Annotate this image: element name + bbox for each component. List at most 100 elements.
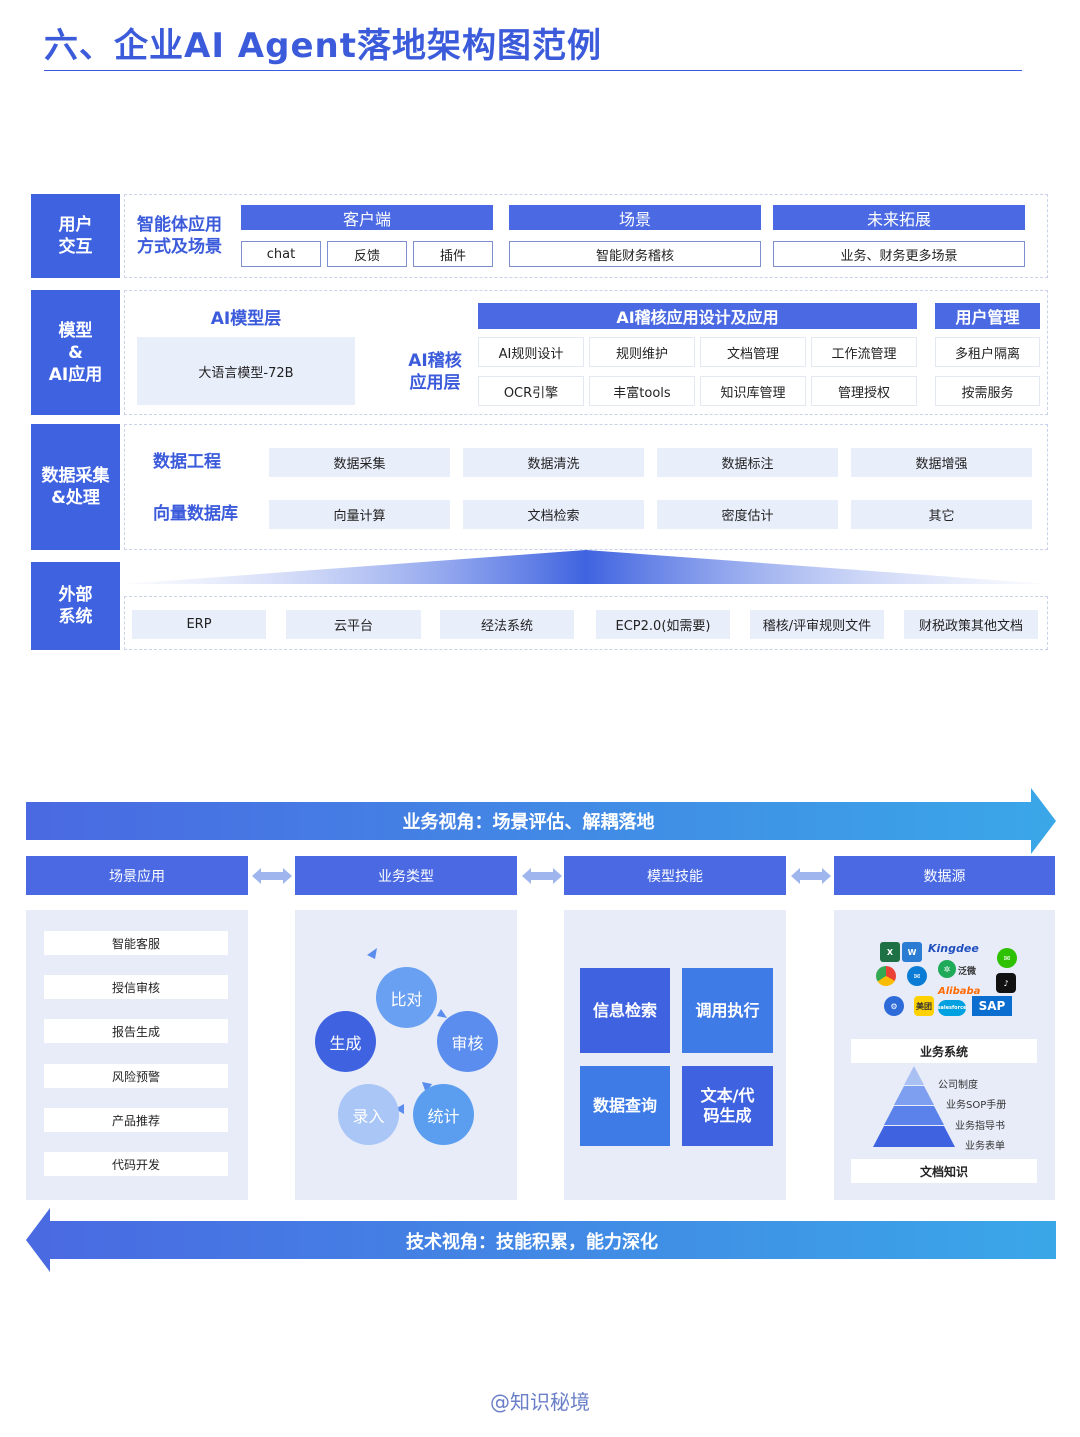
row-user-interaction-frame <box>124 194 1048 278</box>
pyramid-level-sop: 业务SOP手册 <box>946 1100 1007 1111</box>
cycle-node-input: 录入 <box>338 1084 399 1145</box>
user-mgmt-on-demand: 按需服务 <box>935 376 1040 406</box>
top-arrow-shape <box>26 788 1056 854</box>
row-model-ai-frame <box>124 290 1048 415</box>
app-item-ocr: OCR引擎 <box>478 376 584 406</box>
weaver-logo: 泛微 <box>958 967 977 977</box>
app-item-auth: 管理授权 <box>811 376 917 406</box>
cycle-node-compare: 比对 <box>376 967 437 1028</box>
scenario-item: 风险预警 <box>44 1064 228 1088</box>
skill-call-exec: 调用执行 <box>682 968 773 1053</box>
skill-info-retrieval: 信息检索 <box>580 968 670 1053</box>
kingdee-logo: Kingdee <box>928 942 979 955</box>
app-item-doc-mgmt: 文档管理 <box>700 337 806 367</box>
ext-audit-rules: 稽核/评审规则文件 <box>750 610 884 639</box>
doc-retrieval: 文档检索 <box>463 500 644 529</box>
vector-db-label: 向量数据库 <box>153 504 238 524</box>
cycle-node-review: 审核 <box>437 1011 498 1072</box>
row-label-model-ai: 模型 & AI应用 <box>31 290 120 415</box>
ext-ecp: ECP2.0(如需要) <box>596 610 730 639</box>
app-item-rule-design: AI规则设计 <box>478 337 584 367</box>
app-item-kb-mgmt: 知识库管理 <box>700 376 806 406</box>
cycle-node-generate: 生成 <box>315 1011 376 1072</box>
top-arrow-label: 业务视角：场景评估、解耦落地 <box>402 812 655 833</box>
skill-text-code-gen: 文本/代 码生成 <box>682 1066 773 1146</box>
user-mgmt-multitenant: 多租户隔离 <box>935 337 1040 367</box>
scene-header: 场景 <box>509 205 761 230</box>
biz-system-label: 业务系统 <box>851 1039 1037 1063</box>
row-external-frame <box>124 596 1048 650</box>
pyramid-level-policy: 公司制度 <box>938 1080 978 1091</box>
salesforce-logo: salesforce <box>938 1000 966 1016</box>
scenario-item: 代码开发 <box>44 1152 228 1176</box>
scenario-item: 授信审核 <box>44 975 228 999</box>
col-header-biz-types: 业务类型 <box>295 856 517 895</box>
model-layer-title: AI模型层 <box>210 309 282 329</box>
density-estimate: 密度估计 <box>657 500 838 529</box>
doc-knowledge-label: 文档知识 <box>851 1159 1037 1183</box>
vector-compute: 向量计算 <box>269 500 450 529</box>
alibaba-logo: Alibaba <box>938 986 981 997</box>
sap-logo: SAP <box>972 996 1012 1016</box>
app-item-tools: 丰富tools <box>589 376 695 406</box>
client-item-plugin: 插件 <box>413 241 493 267</box>
ext-cloud: 云平台 <box>286 610 421 639</box>
row-label-data: 数据采集 &处理 <box>31 424 120 550</box>
bottom-arrow-label: 技术视角：技能积累，能力深化 <box>406 1232 658 1253</box>
gear-icon: ⚙ <box>884 996 904 1016</box>
row-label-external: 外部 系统 <box>31 562 120 650</box>
audit-app-layer-label: AI稽核 应用层 <box>408 351 462 393</box>
row-data-frame <box>124 424 1048 550</box>
skill-data-query: 数据查询 <box>580 1066 670 1146</box>
scenario-item: 产品推荐 <box>44 1108 228 1132</box>
client-header: 客户端 <box>241 205 493 230</box>
scene-item: 智能财务稽核 <box>509 241 761 267</box>
col-header-skills: 模型技能 <box>564 856 786 895</box>
pyramid-level-guide: 业务指导书 <box>955 1121 1005 1132</box>
double-arrow-icon <box>522 868 562 884</box>
cycle-node-stats: 统计 <box>413 1084 474 1145</box>
agent-scenario-label: 智能体应用 方式及场景 <box>137 215 222 257</box>
word-icon: W <box>902 942 922 962</box>
other: 其它 <box>851 500 1032 529</box>
data-augment: 数据增强 <box>851 448 1032 477</box>
knowledge-pyramid <box>873 1066 955 1147</box>
chrome-icon <box>876 966 896 986</box>
future-item: 业务、财务更多场景 <box>773 241 1025 267</box>
client-item-chat: chat <box>241 241 321 267</box>
pyramid-level-forms: 业务表单 <box>965 1141 1005 1152</box>
app-item-rule-maintain: 规则维护 <box>589 337 695 367</box>
user-mgmt-header: 用户管理 <box>935 303 1040 329</box>
weaver-icon: ✲ <box>938 960 956 978</box>
client-item-feedback: 反馈 <box>327 241 407 267</box>
col-scenarios-panel <box>26 910 248 1200</box>
page-title: 六、企业AI Agent落地架构图范例 <box>44 26 602 66</box>
col-header-scenarios: 场景应用 <box>26 856 248 895</box>
data-collect: 数据采集 <box>269 448 450 477</box>
title-divider <box>44 70 1022 71</box>
tiktok-icon: ♪ <box>996 973 1016 993</box>
excel-icon: X <box>880 942 900 962</box>
wechat-icon: ✉ <box>997 948 1017 968</box>
col-skills-panel <box>564 910 786 1200</box>
mail-icon: ✉ <box>907 966 927 986</box>
meituan-icon: 美团 <box>914 996 934 1016</box>
future-header: 未来拓展 <box>773 205 1025 230</box>
data-clean: 数据清洗 <box>463 448 644 477</box>
double-arrow-icon <box>252 868 292 884</box>
audit-app-header: AI稽核应用设计及应用 <box>478 303 917 329</box>
double-arrow-icon <box>791 868 831 884</box>
data-label: 数据标注 <box>657 448 838 477</box>
app-item-workflow: 工作流管理 <box>811 337 917 367</box>
llm-box: 大语言模型-72B <box>137 337 355 405</box>
scenario-item: 智能客服 <box>44 931 228 955</box>
ext-erp: ERP <box>132 610 266 639</box>
row-label-user-interaction: 用户 交互 <box>31 194 120 278</box>
ext-tax-docs: 财税政策其他文档 <box>904 610 1038 639</box>
scenario-item: 报告生成 <box>44 1019 228 1043</box>
col-header-data-source: 数据源 <box>834 856 1055 895</box>
data-engineering-label: 数据工程 <box>153 452 221 472</box>
bottom-arrow-shape <box>26 1208 1056 1272</box>
footer-watermark: @知识秘境 <box>490 1390 590 1414</box>
ext-legal: 经法系统 <box>440 610 574 639</box>
